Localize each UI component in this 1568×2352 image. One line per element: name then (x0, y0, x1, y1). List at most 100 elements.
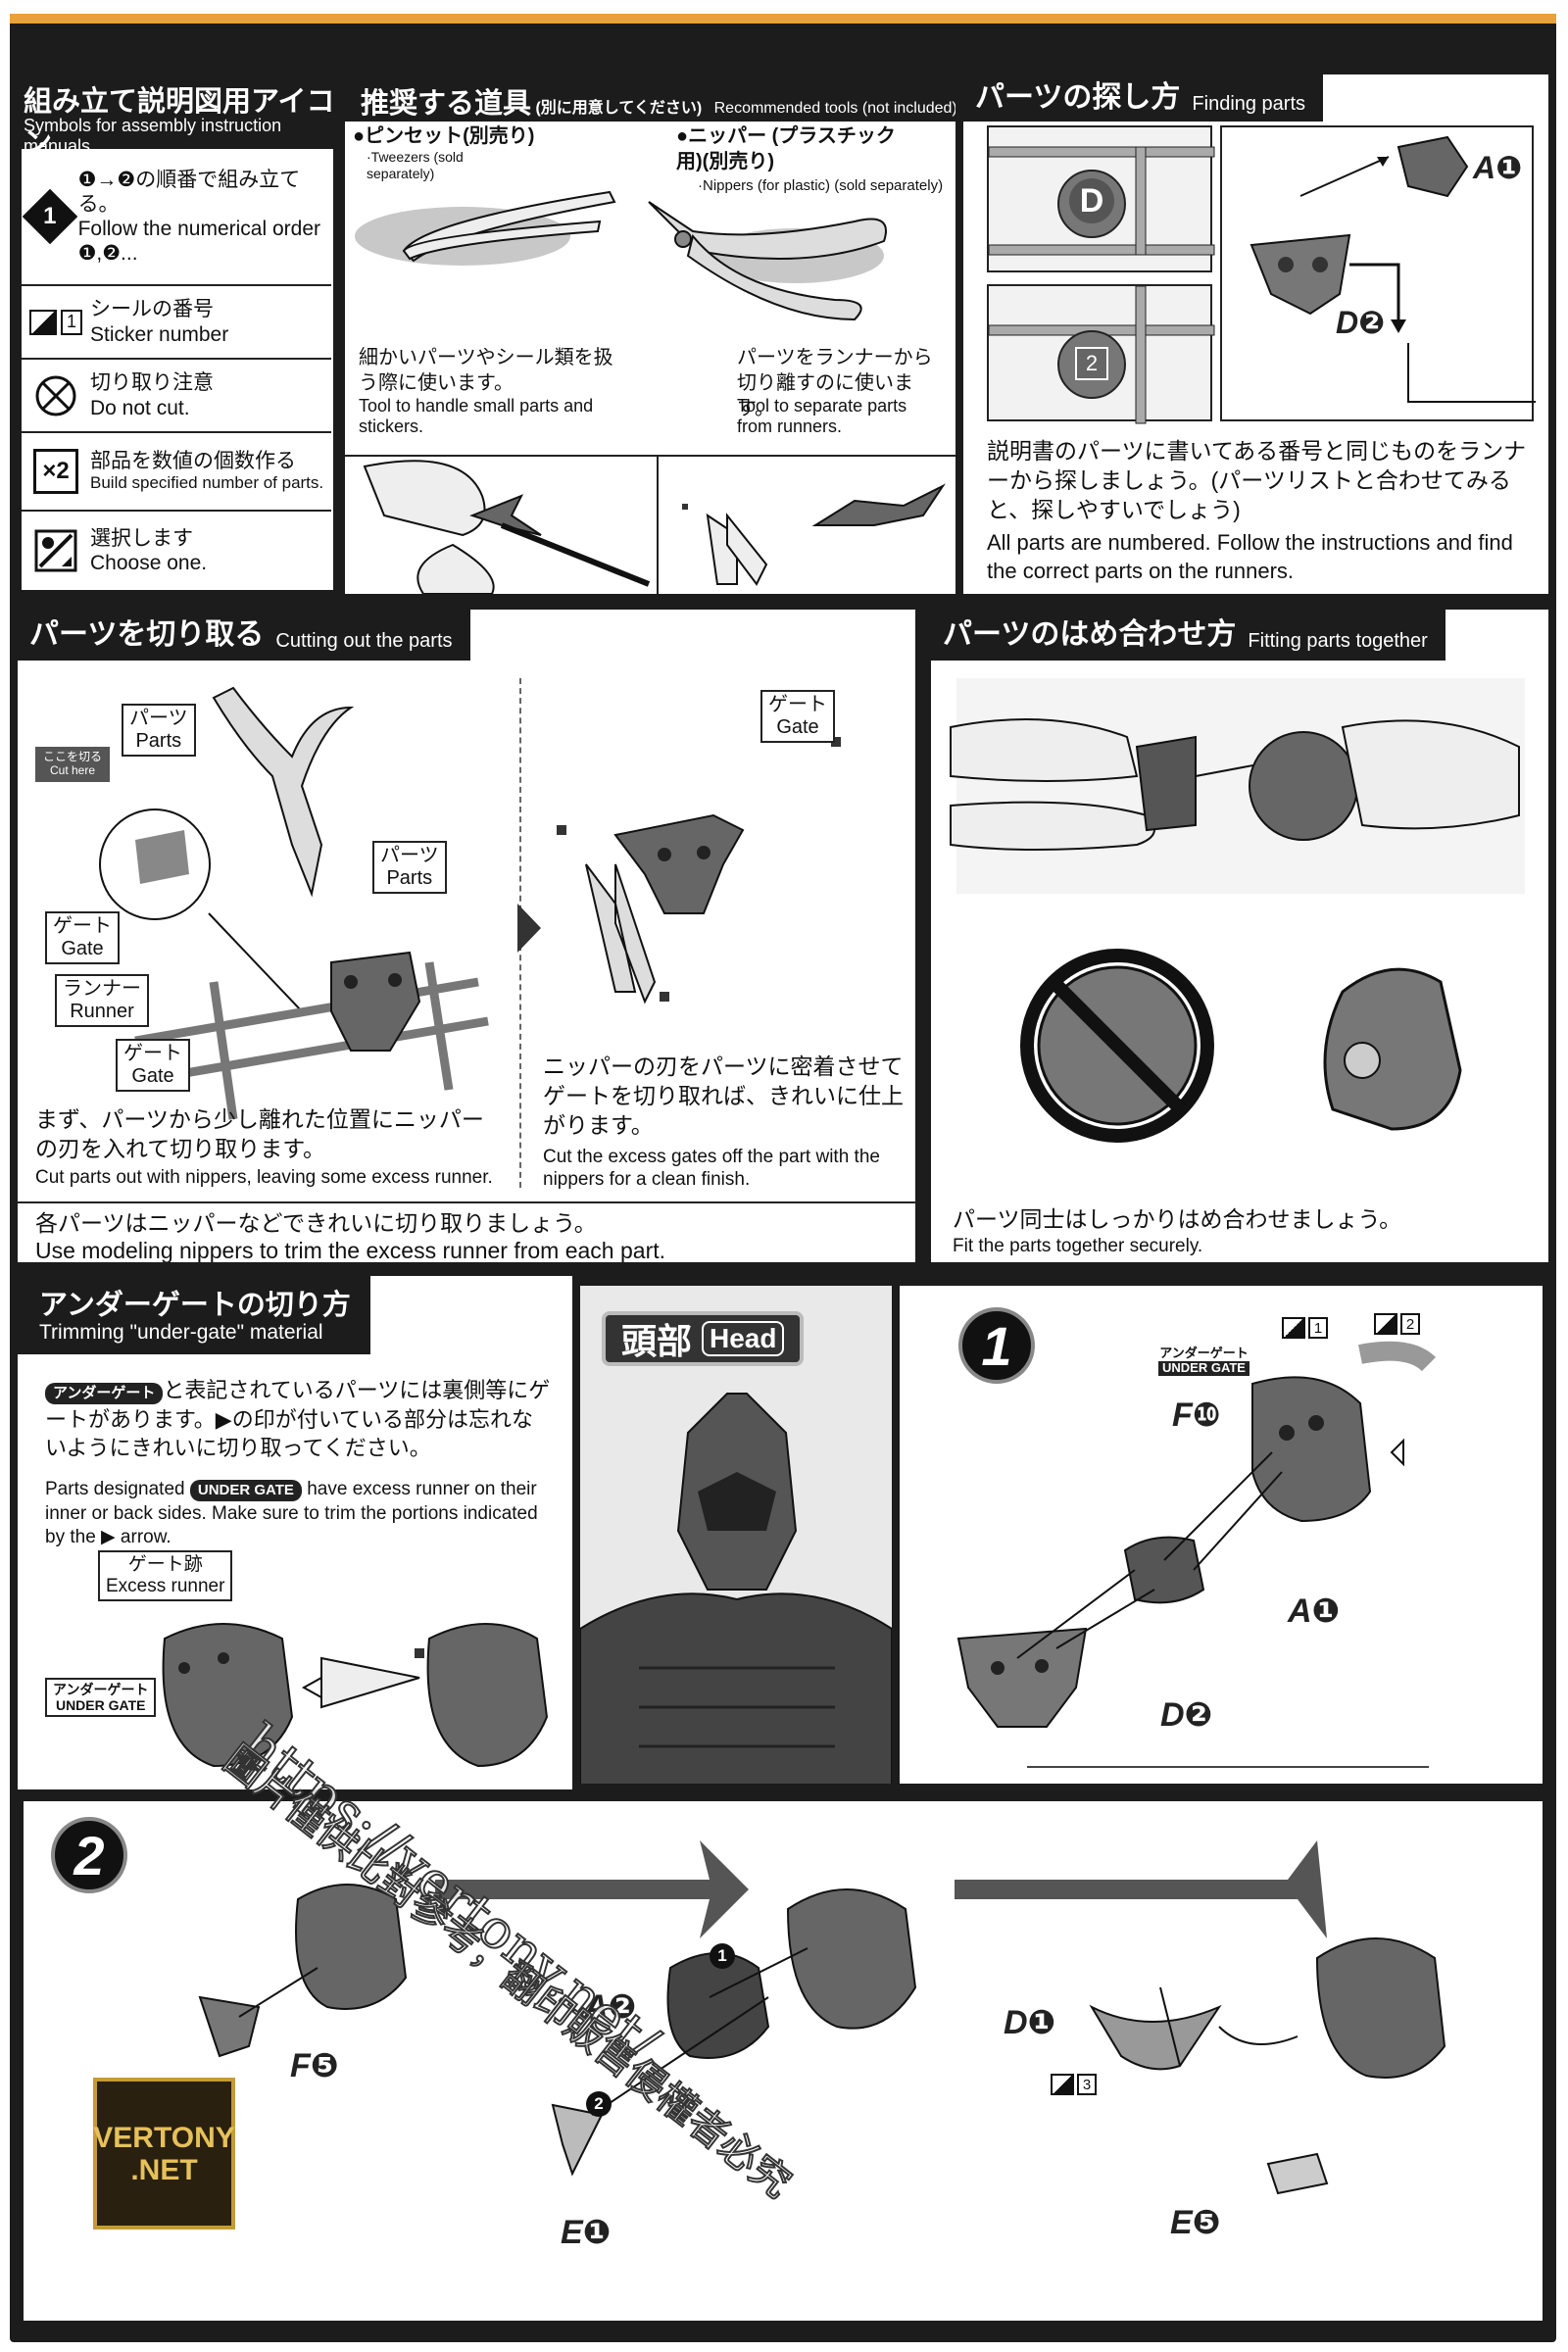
found-parts-illustration (1250, 135, 1536, 403)
undergate-desc-en: Parts designated UNDER GATE have excess … (45, 1478, 555, 1550)
cut-here-callout: ここを切る Cut here (35, 747, 111, 782)
gate-callout-3-en: Gate (776, 716, 819, 738)
nocut-icon (22, 374, 90, 417)
fitting-title: パーツのはめ合わせ方 Fitting parts together (931, 610, 1446, 661)
choose-icon (22, 529, 90, 572)
undergate-desc-en-b: have excess runner on their inner or bac… (45, 1479, 538, 1548)
cut-here-en: Cut here (49, 762, 96, 777)
head-title-badge: 頭部 Head (602, 1311, 805, 1366)
step2-order-1: 1 (710, 1943, 735, 1969)
sticker-icon: 1 (22, 309, 90, 335)
symbol-nocut-row: 切り取り注意 Do not cut. (22, 360, 331, 433)
excess-runner-callout: ゲート跡 Excess runner (98, 1550, 233, 1601)
step2-label-d1: D❶ (1004, 2004, 1056, 2041)
gate-callout-3: ゲート Gate (760, 690, 835, 743)
multiply-icon: ×2 (22, 449, 90, 494)
symbol-sticker-row: 1 シールの番号 Sticker number (22, 286, 331, 360)
fitting-title-jp: パーツのはめ合わせ方 (943, 618, 1237, 651)
finding-label-d2: D❷ (1336, 305, 1386, 340)
step1-sticker-2: 2 (1374, 1313, 1420, 1335)
gate-callout-2-jp: ゲート (123, 1043, 182, 1064)
gate-callout-1-jp: ゲート (53, 915, 112, 937)
step1-label-f10: F❿ (1172, 1396, 1221, 1434)
finding-title: パーツの探し方 Finding parts (963, 74, 1324, 122)
finding-desc-en: All parts are numbered. Follow the instr… (987, 530, 1513, 583)
parts-callout-1-jp: パーツ (129, 708, 188, 729)
vertony-logo: VERTONY .NET (93, 2078, 235, 2230)
step2-panel: 2 F❺ A❷ E❶ D❶ E❺ 1 2 3 (24, 1801, 1543, 2321)
cutting-title: パーツを切り取る Cutting out the parts (18, 610, 470, 661)
fitting-desc-jp: パーツ同士はしっかりはめ合わせましょう。 (953, 1206, 1402, 1232)
tweezers-usage-illustration (363, 460, 651, 594)
undergate-desc-en-a: Parts designated (45, 1479, 185, 1499)
head-title-jp: 頭部 (621, 1321, 693, 1361)
character-head-illustration (580, 1393, 892, 1784)
choose-en: Choose one. (90, 552, 208, 574)
undergate-tag-en: UNDER GATE (189, 1480, 302, 1501)
undergate-panel: アンダーゲートの切り方 Trimming "under-gate" materi… (18, 1276, 572, 1789)
excess-runner-jp: ゲート跡 (127, 1554, 203, 1575)
step2-order-2: 2 (586, 2091, 612, 2117)
symbols-list: 1 ❶→❷の順番で組み立てる。 Follow the numerical ord… (22, 149, 333, 590)
step1-ug-jp: アンダーゲート (1159, 1346, 1249, 1360)
wrong-fit-illustration (1020, 949, 1214, 1143)
undergate-tag-jp: アンダーゲート (45, 1383, 164, 1405)
runner-letter-tag: D (1069, 178, 1114, 223)
finding-parts-panel: パーツの探し方 Finding parts D 2 A❶ (963, 74, 1548, 594)
runner-image-bottom: 2 (987, 284, 1215, 424)
symbols-panel: 組み立て説明図用アイコン Symbols for assembly instru… (18, 74, 337, 594)
tools-title: 推奨する道具 (別に用意してください) Recommended tools (n… (361, 80, 956, 122)
tools-title-note: (別に用意してください) (535, 100, 703, 117)
step2-number: 2 (51, 1817, 127, 1893)
runner-image-top: D (987, 125, 1215, 272)
excess-runner-en: Excess runner (106, 1575, 225, 1596)
nippers-illustration (648, 201, 887, 321)
sticker-number-box: 1 (61, 309, 82, 335)
runner-number-tag: 2 (1075, 347, 1108, 380)
sticker-en: Sticker number (90, 322, 229, 346)
logo-line2: .NET (130, 2153, 198, 2186)
cutting-step1-illustration (99, 686, 489, 1120)
cutting-step2-illustration (557, 737, 841, 1004)
undergate-desc-jp-text: と表記されているパーツには裏側等にゲートがあります。▶の印が付いている部分は忘れ… (45, 1378, 551, 1461)
finding-title-en: Finding parts (1192, 93, 1306, 115)
parts-callout-2-en: Parts (386, 867, 433, 889)
head-panel: 頭部 Head (580, 1286, 892, 1784)
cutting-panel: パーツを切り取る Cutting out the parts ここを切る Cut… (18, 610, 915, 1262)
parts-callout-2-jp: パーツ (380, 845, 439, 866)
multiply-jp: 部品を数値の個数作る (90, 450, 296, 473)
sticker-jp: シールの番号 (90, 298, 214, 321)
step1-assembly-illustration (956, 1341, 1437, 1728)
order-en: Follow the numerical order ❶,❷... (77, 218, 320, 266)
cut-footer-jp: 各パーツはニッパーなどできれいに切り取りましょう。 (35, 1210, 597, 1236)
tools-title-jp: 推奨する道具 (361, 88, 532, 120)
tools-title-en: Recommended tools (not included) (713, 100, 956, 117)
cutting-title-jp: パーツを切り取る (29, 618, 265, 651)
multiply-en: Build specified number of parts. (90, 473, 324, 493)
runner-callout-jp: ランナー (63, 978, 141, 1000)
undergate-tag-callout: アンダーゲート UNDER GATE (45, 1678, 157, 1718)
gate-callout-3-jp: ゲート (768, 694, 827, 715)
correct-fit-illustration (1323, 967, 1462, 1131)
nippers-desc-jp: パーツをランナーから切り離すのに使います。 (737, 347, 933, 419)
undergate-title-en: Trimming "under-gate" material (39, 1321, 323, 1344)
tweezers-desc-en: Tool to handle small parts and stickers. (359, 396, 594, 436)
next-arrow-icon (517, 904, 541, 953)
found-parts-box: A❶ D❷ (1220, 125, 1536, 421)
multiply-icon-text: ×2 (33, 449, 78, 494)
runner-callout: ランナー Runner (55, 974, 149, 1027)
finding-title-jp: パーツの探し方 (975, 81, 1181, 114)
gate-callout-2: ゲート Gate (116, 1039, 190, 1092)
step2-assembly-illustration (198, 1840, 1446, 2195)
cut-here-jp: ここを切る (43, 750, 103, 763)
symbol-multiply-row: ×2 部品を数値の個数作る Build specified number of … (22, 433, 331, 512)
symbols-title-jp: 組み立て説明図用アイコン (24, 86, 335, 159)
step2-label-f5: F❺ (290, 2047, 339, 2084)
symbol-order-row: 1 ❶→❷の順番で組み立てる。 Follow the numerical ord… (22, 149, 331, 286)
finding-desc-jp: 説明書のパーツに書いてある番号と同じものをランナーから探しましょう。(パーツリス… (987, 438, 1527, 522)
tweezers-label-en: ·Tweezers (sold separately) (367, 149, 464, 181)
step1-label-a1: A❶ (1288, 1592, 1341, 1630)
parts-callout-1-en: Parts (135, 730, 182, 752)
undergate-callout-jp: アンダーゲート (53, 1682, 149, 1697)
order-diamond-icon: 1 (22, 188, 78, 245)
